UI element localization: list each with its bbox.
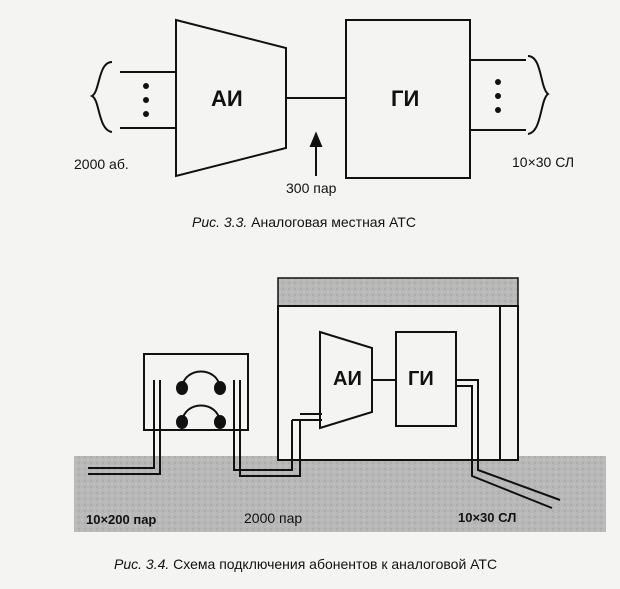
trunks-label: 10×30 СЛ	[512, 154, 575, 170]
mid-cable-a	[233, 380, 293, 471]
crossconnect-terminals	[176, 381, 226, 429]
crossconnect-box	[143, 353, 249, 431]
caption-3-4: Рис. 3.4. Схема подключения абонентов к …	[114, 556, 497, 572]
caption-3-4-text: Схема подключения абонентов к аналоговой…	[173, 556, 498, 572]
ai-trapezoid-small	[319, 330, 373, 430]
right-brace	[527, 55, 550, 135]
pairs-arrow-head	[309, 131, 323, 147]
gi-box-small	[395, 331, 457, 427]
mid-cable-b	[239, 380, 301, 477]
gi-label-small: ГИ	[408, 368, 434, 390]
ai-label: АИ	[211, 86, 243, 111]
caption-3-4-prefix: Рис. 3.4.	[114, 556, 170, 572]
right-cable-a	[456, 379, 561, 501]
right-cable-b	[456, 385, 553, 509]
gi-label: ГИ	[391, 86, 420, 111]
left-cable-outer	[88, 380, 155, 469]
cable-left-label: 10×200 пар	[86, 512, 157, 527]
gi-box	[345, 19, 471, 179]
figure-3-4	[88, 305, 561, 509]
figure-3-3	[89, 18, 550, 179]
roof-bar	[277, 277, 519, 307]
caption-3-3-text: Аналоговая местная АТС	[251, 214, 416, 230]
left-brace	[89, 61, 113, 133]
caption-3-3-prefix: Рис. 3.3.	[192, 214, 248, 230]
pairs-label: 300 пар	[286, 180, 337, 196]
ai-label-small: АИ	[333, 368, 362, 390]
ellipsis-dots	[143, 79, 501, 117]
ai-trapezoid	[175, 18, 287, 178]
subscribers-label: 2000 аб.	[74, 156, 129, 172]
cable-right-label: 10×30 СЛ	[458, 510, 517, 525]
cable-mid-label: 2000 пар	[244, 510, 303, 526]
caption-3-3: Рис. 3.3. Аналоговая местная АТС	[192, 214, 416, 230]
left-cable-inner	[88, 380, 161, 475]
